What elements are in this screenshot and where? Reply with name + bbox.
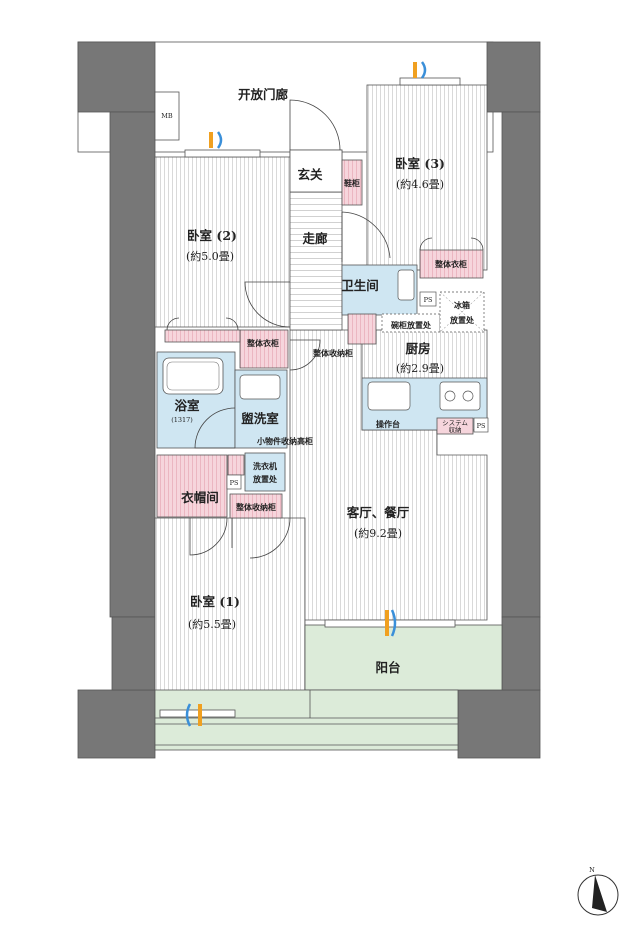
shoe-cabinet-label: 鞋柜 <box>344 178 360 188</box>
washer-area <box>244 452 286 492</box>
entrance-label: 玄关 <box>297 167 323 182</box>
wardrobe-bedroom2-label: 整体衣柜 <box>246 338 279 348</box>
wardrobe-bedroom3-label: 整体衣柜 <box>434 259 467 269</box>
wet-areas <box>156 264 488 492</box>
ps-label-2: PS <box>230 479 239 487</box>
bedroom3-area: (約4.6畳) <box>396 177 444 191</box>
shoe-cabinet <box>341 159 363 206</box>
walk-in-closet <box>156 454 228 518</box>
balcony <box>154 624 503 751</box>
small-items-cabinet-label: 小物件收纳高柜 <box>256 436 313 446</box>
ps-label-1: PS <box>424 296 433 304</box>
floors <box>154 84 488 711</box>
open-corridor-label: 开放门廊 <box>238 87 289 102</box>
window-marker-orange <box>209 132 213 148</box>
storage-cabinet <box>229 493 283 519</box>
bedroom1-name: 卧室 (1) <box>190 594 240 609</box>
fridge-label-1: 冰箱 <box>454 300 470 310</box>
balcony-label: 阳台 <box>375 660 400 675</box>
storage-cabinet-label: 整体收纳柜 <box>235 502 276 512</box>
compass-north-label: N <box>589 866 595 874</box>
living-name: 客厅、餐厅 <box>346 505 410 520</box>
living-area: (約9.2畳) <box>354 526 402 540</box>
bedroom2-floor <box>154 156 291 328</box>
bedroom1-floor <box>154 517 306 711</box>
labels: 开放门廊 玄关 鞋柜 走廊 卧室 (3) (約4.6畳) 卧室 (2) (約5.… <box>171 87 485 675</box>
closets <box>156 159 484 519</box>
bathtub <box>162 357 224 395</box>
washer-label-1: 洗衣机 <box>253 461 277 471</box>
system-storage <box>436 417 474 435</box>
washroom-label: 盥洗室 <box>241 411 279 426</box>
walk-in-closet-label: 衣帽间 <box>181 490 219 505</box>
hallway-label: 走廊 <box>302 231 328 246</box>
pipe-spaces <box>226 291 489 490</box>
bath-name: 浴室 <box>174 398 200 413</box>
mb-label: MB <box>161 112 173 120</box>
washer-label-2: 放置处 <box>252 474 278 484</box>
compass-arrow-icon <box>592 875 607 912</box>
meter-box: MB <box>154 91 180 141</box>
wardrobe-bedroom2 <box>239 329 289 369</box>
bedroom2-name: 卧室 (2) <box>187 228 237 243</box>
entrance-floor <box>289 149 343 193</box>
system-storage-label-1: システム <box>442 419 468 427</box>
small-items-cabinet <box>227 454 245 476</box>
toilet-shelf <box>347 313 377 345</box>
bedroom2-area: (約5.0畳) <box>186 249 234 263</box>
system-storage-label-2: 収納 <box>449 425 462 434</box>
kitchen-name: 厨房 <box>405 341 430 356</box>
stove <box>439 381 481 411</box>
counter-label: 操作台 <box>376 419 400 429</box>
storage-cabinet-hall-label: 整体收纳柜 <box>312 348 353 358</box>
dish-rack-area <box>381 313 441 333</box>
bath-size: (1317) <box>171 416 193 424</box>
compass: N <box>577 866 619 916</box>
exterior-walls <box>77 41 541 759</box>
dish-rack-label: 碗柜放置处 <box>390 320 432 330</box>
toilet-label: 卫生间 <box>341 278 379 293</box>
bedroom1-area: (約5.5畳) <box>188 617 236 631</box>
fridge-label-2: 放置处 <box>449 315 475 325</box>
windows <box>159 61 461 727</box>
wardrobe-bedroom3 <box>419 249 484 279</box>
sink <box>367 381 411 411</box>
kitchen-area: (約2.9畳) <box>396 361 444 375</box>
closet-strip-bedroom2 <box>164 329 241 343</box>
ps-label-3: PS <box>477 422 486 430</box>
doors <box>166 99 484 559</box>
bedroom3-name: 卧室 (3) <box>395 156 445 171</box>
